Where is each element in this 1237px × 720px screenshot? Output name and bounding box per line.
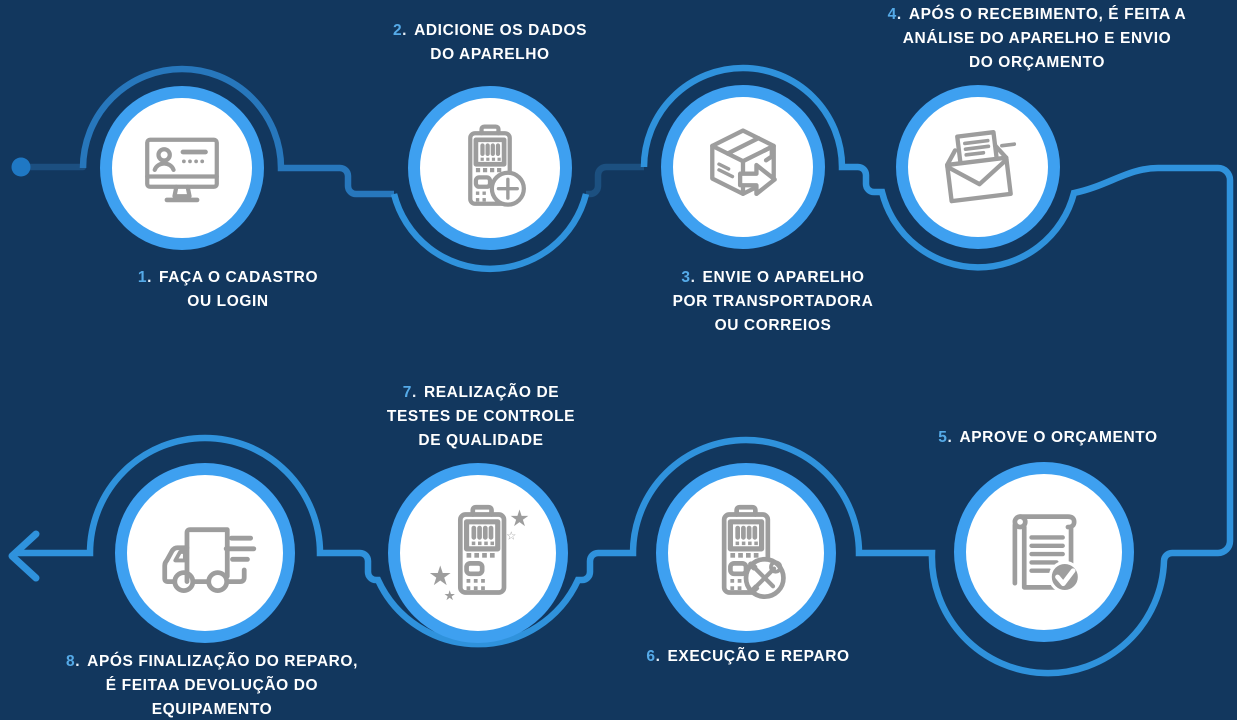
step-number: 1	[137, 269, 148, 286]
flow-end-arrow-icon	[8, 530, 40, 582]
step-number: 5	[938, 429, 948, 446]
step-number: 7	[402, 384, 413, 401]
step-number: 4	[887, 6, 897, 23]
step-number: 3	[681, 269, 691, 286]
device-quality-stars-icon: ★ ☆ ★ ★	[428, 504, 530, 604]
step-6-label: 6.EXECUÇÃO E REPARO	[646, 648, 850, 665]
step-8-circle	[115, 463, 295, 643]
envelope-letter-icon	[945, 130, 1017, 204]
step-2-label: 2.ADICIONE OS DADOS DO APARELHO	[392, 22, 588, 63]
device-add-icon	[468, 124, 526, 207]
step-7-label: 7.REALIZAÇÃO DE TESTES DE CONTROLE DE QU…	[386, 384, 576, 449]
step-number: 8	[66, 653, 76, 670]
step-1-label: 1.FAÇA O CADASTRO OU LOGIN	[137, 269, 319, 310]
flow-start-dot	[11, 157, 31, 177]
step-2-circle	[408, 86, 572, 250]
step-7-circle: ★ ☆ ★ ★	[388, 463, 568, 643]
step-3-label: 3.ENVIE O APARELHO POR TRANSPORTADORA OU…	[672, 269, 874, 334]
monitor-login-icon	[145, 137, 219, 203]
step-6-circle	[656, 463, 836, 643]
device-repair-icon	[721, 504, 786, 600]
step-number: 2	[392, 22, 403, 39]
package-send-icon	[710, 128, 777, 197]
step-number: 6	[646, 648, 656, 665]
step-1-circle	[100, 86, 264, 250]
document-approved-icon	[1012, 514, 1081, 594]
step-8-label: 8.APÓS FINALIZAÇÃO DO REPARO, É FEITAA D…	[66, 653, 358, 718]
step-4-label: 4.APÓS O RECEBIMENTO, É FEITA A ANÁLISE …	[887, 6, 1187, 71]
svg-text:★: ★	[509, 506, 530, 532]
svg-text:★: ★	[428, 561, 452, 592]
step-3-circle	[661, 85, 825, 249]
step-4-circle	[896, 85, 1060, 249]
delivery-truck-icon	[162, 527, 257, 594]
svg-text:☆: ☆	[506, 528, 516, 542]
svg-text:★: ★	[444, 588, 456, 604]
step-5-circle	[954, 462, 1134, 642]
step-5-label: 5.APROVE O ORÇAMENTO	[938, 429, 1158, 446]
